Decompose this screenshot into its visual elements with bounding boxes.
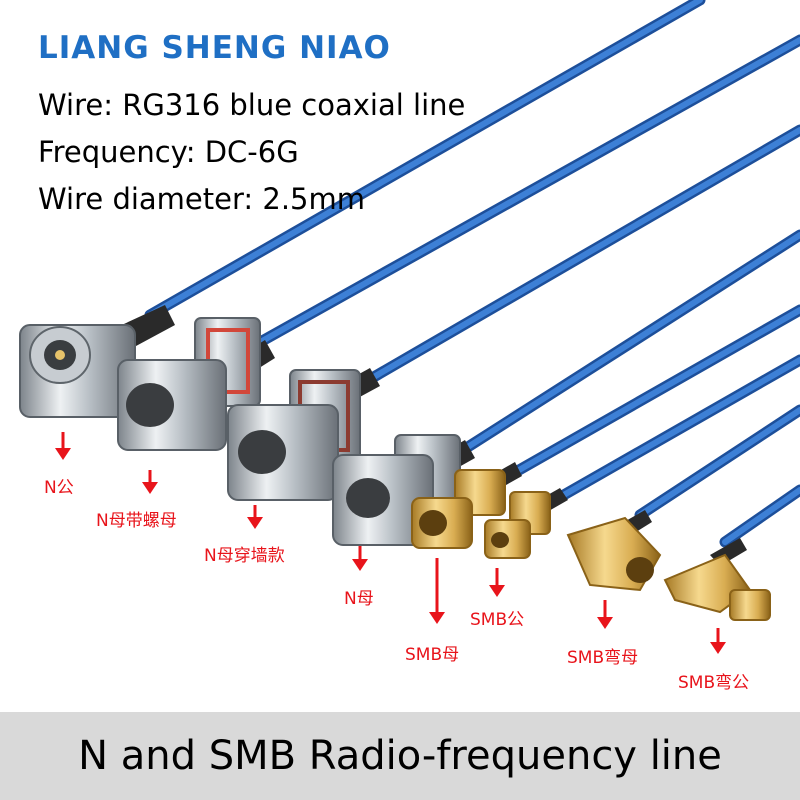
label-n-female-nut: N母带螺母 [96, 511, 177, 531]
arrow-n-female-icon [352, 546, 368, 571]
arrow-n-female-nut-icon [142, 470, 158, 494]
arrow-smb-male-icon [489, 568, 505, 597]
spec-frequency: Frequency: DC-6G [38, 135, 299, 169]
arrow-smb-female-icon [429, 558, 445, 624]
label-smb-male: SMB公 [470, 610, 525, 630]
n-female-connector [332, 434, 475, 546]
label-n-male: N公 [44, 478, 74, 498]
arrow-smb-male-angle-icon [710, 628, 726, 654]
label-n-female-bulkhead: N母穿墙款 [204, 546, 285, 566]
arrow-n-female-bulkhead-icon [247, 505, 263, 529]
smb-male-connector [484, 488, 568, 559]
n-female-nut-connector [117, 317, 275, 451]
n-female-bulkhead-connector [227, 368, 380, 501]
label-smb-female: SMB母 [405, 645, 460, 665]
arrow-n-male-icon [55, 432, 71, 460]
footer-title: N and SMB Radio-frequency line [78, 733, 722, 779]
smb-female-angle-connector [566, 510, 662, 592]
smb-male-angle-connector [663, 538, 771, 621]
footer-banner: N and SMB Radio-frequency line [0, 712, 800, 800]
label-arrows [55, 432, 726, 654]
label-smb-male-angle: SMB弯公 [678, 673, 750, 693]
brand-name: LIANG SHENG NIAO [38, 30, 391, 66]
smb-female-connector [411, 462, 522, 549]
n-male-connector [19, 305, 175, 418]
label-smb-female-angle: SMB弯母 [567, 648, 639, 668]
label-n-female: N母 [344, 589, 374, 609]
spec-diameter: Wire diameter: 2.5mm [38, 182, 366, 216]
arrow-smb-female-angle-icon [597, 600, 613, 629]
spec-wire: Wire: RG316 blue coaxial line [38, 88, 466, 122]
blue-coaxial-cables [144, 0, 800, 548]
